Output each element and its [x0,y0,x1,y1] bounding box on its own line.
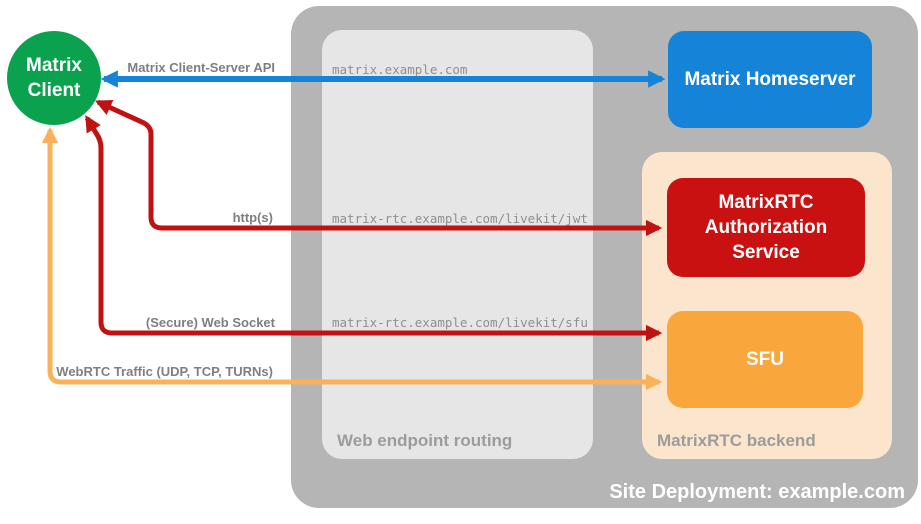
matrixrtc-auth-service-label: MatrixRTC Authorization Service [704,191,828,264]
matrixrtc-backend-label: MatrixRTC backend [657,431,816,450]
client-server-api-arrow-label: Matrix Client-Server API [127,60,275,75]
endpoint-url-livekit-sfu: matrix-rtc.example.com/livekit/sfu [332,315,588,330]
matrix-homeserver-label: Matrix Homeserver [684,68,856,90]
websocket-arrow-label: (Secure) Web Socket [145,315,275,330]
matrix-client-node: Matrix Client [7,31,101,125]
matrix-client-label: Matrix Client [26,54,82,101]
http-arrow-label: http(s) [232,210,273,225]
sfu-label: SFU [746,348,784,370]
web-endpoint-routing-label: Web endpoint routing [337,431,513,450]
matrix-homeserver-node: Matrix Homeserver [668,31,872,128]
web-endpoint-routing-box: Web endpoint routing [322,30,593,459]
endpoint-url-livekit-jwt: matrix-rtc.example.com/livekit/jwt [332,211,588,226]
sfu-node: SFU [667,311,863,408]
webrtc-traffic-arrow-label: WebRTC Traffic (UDP, TCP, TURNs) [56,364,273,379]
site-deployment-label: Site Deployment: example.com [609,481,905,503]
matrixrtc-auth-service-node: MatrixRTC Authorization Service [667,178,865,277]
endpoint-url-homeserver: matrix.example.com [332,62,468,77]
